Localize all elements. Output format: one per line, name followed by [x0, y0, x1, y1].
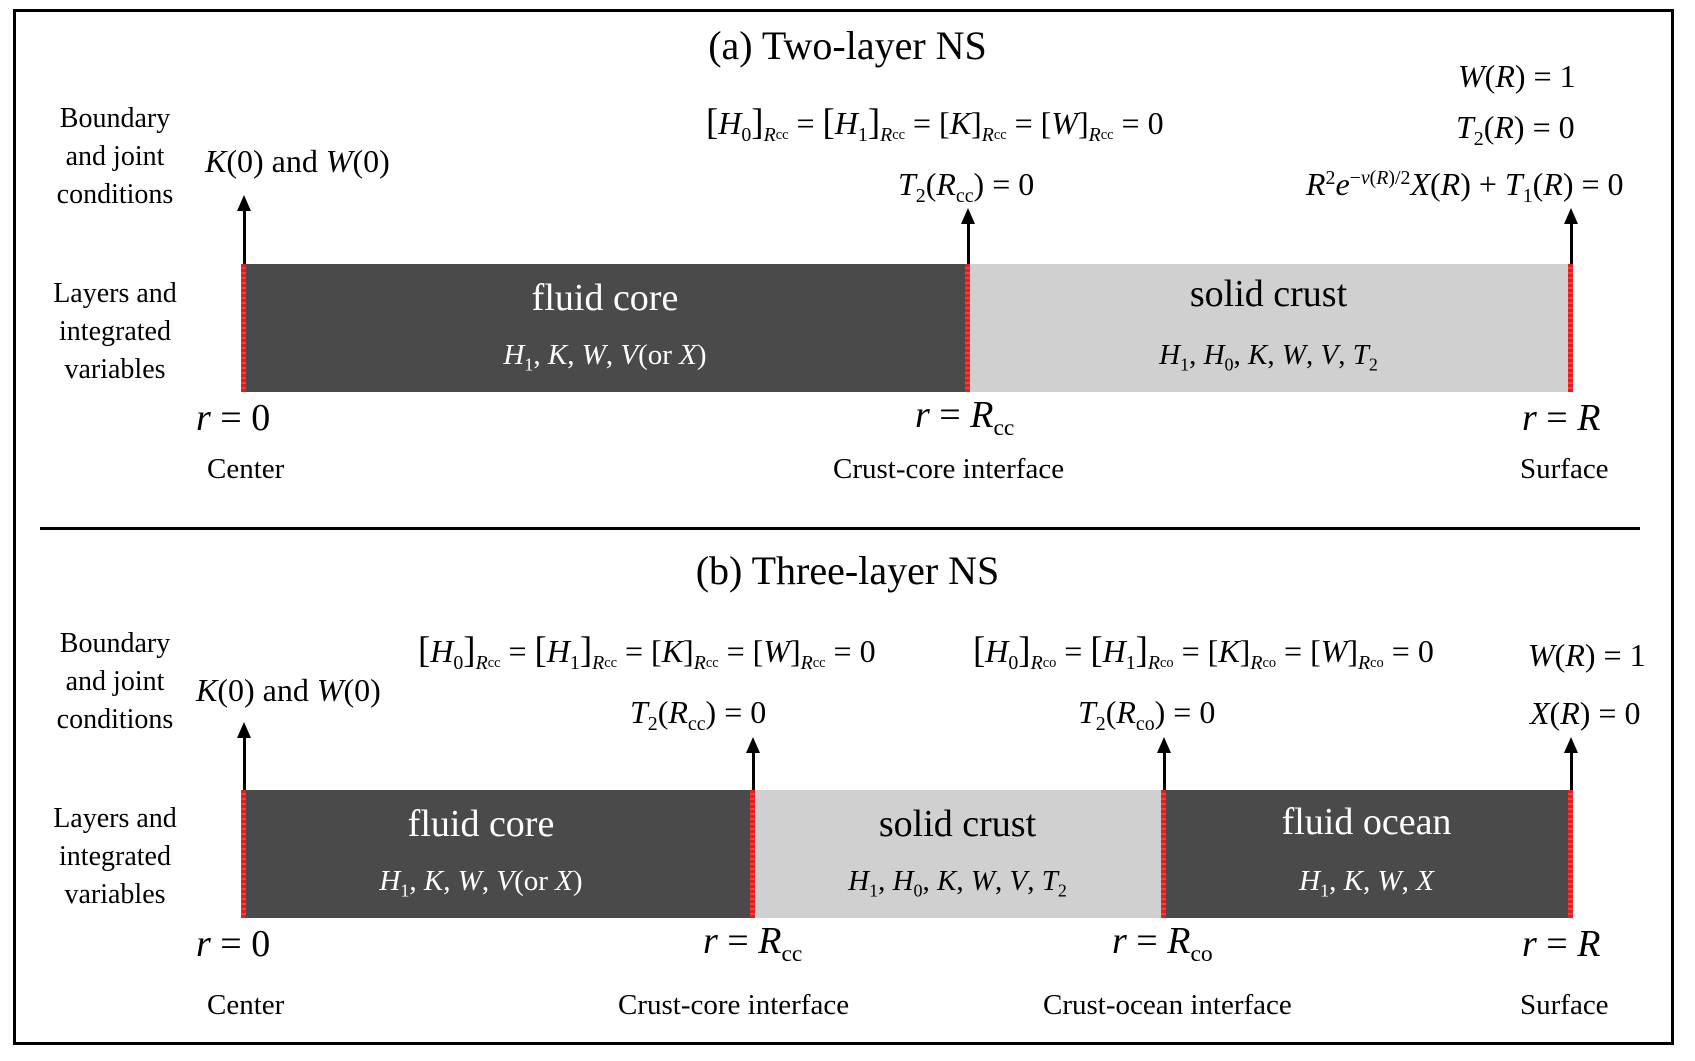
panel-a-cond-surface-2: T2(R) = 0: [1456, 109, 1575, 150]
panel-a-arrow-center-line: [243, 209, 246, 264]
panel-b-loc-center: Center: [207, 989, 285, 1021]
panel-b-pos-surface: r = R: [1522, 923, 1601, 965]
panel-a-arrow-surface-line: [1570, 222, 1573, 264]
panel-b-cond-center: K(0) and W(0): [196, 672, 381, 708]
panel-b-cond-co-1: [H0]Rco = [H1]Rco = [K]Rco = [W]Rco = 0: [973, 629, 1434, 674]
panel-b-arrow-center-line: [243, 736, 246, 790]
panel-b-arrow-co-line: [1163, 751, 1166, 790]
panel-b-interface-surface: [1568, 790, 1573, 918]
panel-b-arrow-center-icon: [237, 722, 251, 738]
panel-a-pos-surface: r = R: [1522, 397, 1601, 439]
panel-a-interface-center: [241, 264, 246, 392]
panel-divider: [40, 527, 1640, 530]
panel-b-cond-surface-1: W(R) = 1: [1528, 637, 1646, 673]
panel-a-title: (a) Two-layer NS: [708, 23, 987, 68]
panel-a-layer-solid-crust: solid crust H1, H0, K, W, V, T2: [967, 264, 1570, 392]
panel-a-cond-cc-2: T2(Rcc) = 0: [898, 166, 1035, 207]
panel-a-arrow-surface-icon: [1564, 208, 1578, 224]
panel-b-arrow-co-icon: [1157, 737, 1171, 753]
layer-vars: H1, K, W, V(or X): [379, 865, 583, 901]
layer-vars: H1, H0, K, W, V, T2: [1159, 339, 1378, 375]
panel-b-pos-co: r = Rco: [1112, 920, 1213, 968]
panel-b-cond-co-2: T2(Rco) = 0: [1078, 694, 1216, 735]
panel-b-interface-co: [1161, 790, 1166, 918]
layer-vars: H1, H0, K, W, V, T2: [848, 865, 1067, 901]
panel-a-pos-center: r = 0: [196, 397, 271, 439]
panel-b-pos-cc: r = Rcc: [703, 920, 803, 968]
layer-name: fluid core: [531, 277, 679, 319]
panel-a-pos-cc: r = Rcc: [915, 394, 1015, 442]
layer-name: fluid ocean: [1281, 801, 1452, 843]
panel-b-layer-fluid-core: fluid core H1, K, W, V(or X): [243, 790, 752, 918]
panel-b-loc-co: Crust-ocean interface: [1043, 989, 1292, 1021]
panel-a-arrow-center-icon: [237, 195, 251, 211]
panel-b-arrow-surface-line: [1570, 751, 1573, 790]
panel-b-pos-center: r = 0: [196, 923, 271, 965]
panel-b-interface-center: [241, 790, 246, 918]
panel-a-interface-cc: [965, 264, 970, 392]
panel-b-loc-surface: Surface: [1520, 989, 1609, 1021]
panel-b-interface-cc: [750, 790, 755, 918]
layer-name: solid crust: [878, 803, 1037, 845]
layer-vars: H1, K, W, V(or X): [503, 339, 707, 375]
panel-a-cond-surface-3: R2e−ν(R)/2X(R) + T1(R) = 0: [1306, 166, 1624, 207]
panel-b-cond-surface-2: X(R) = 0: [1530, 695, 1641, 731]
panel-b-arrow-surface-icon: [1564, 737, 1578, 753]
panel-b-title: (b) Three-layer NS: [695, 548, 1000, 593]
panel-a-arrow-cc-icon: [961, 208, 975, 224]
panel-a-cond-cc-1: [H0]Rcc = [H1]Rcc = [K]Rcc = [W]Rcc = 0: [706, 101, 1164, 146]
panel-a-interface-surface: [1568, 264, 1573, 392]
panel-a-loc-surface: Surface: [1520, 453, 1609, 485]
figure-frame: [13, 9, 1674, 1045]
panel-a-cond-surface-1: W(R) = 1: [1458, 58, 1576, 94]
panel-a-loc-cc: Crust-core interface: [833, 453, 1065, 485]
layer-name: fluid core: [407, 803, 555, 845]
panel-b-cond-cc-1: [H0]Rcc = [H1]Rcc = [K]Rcc = [W]Rcc = 0: [418, 629, 876, 674]
panel-b-arrow-cc-line: [752, 751, 755, 790]
panel-b-loc-cc: Crust-core interface: [618, 989, 850, 1021]
layer-vars: H1, K, W, X: [1299, 865, 1434, 901]
panel-a-arrow-cc-line: [967, 222, 970, 264]
panel-b-arrow-cc-icon: [746, 737, 760, 753]
panel-a-loc-center: Center: [207, 453, 285, 485]
panel-b-cond-cc-2: T2(Rcc) = 0: [630, 694, 767, 735]
panel-b-layer-fluid-ocean: fluid ocean H1, K, W, X: [1163, 790, 1570, 918]
panel-b-layer-solid-crust: solid crust H1, H0, K, W, V, T2: [752, 790, 1163, 918]
panel-a-cond-center: K(0) and W(0): [205, 143, 390, 179]
layer-name: solid crust: [1189, 273, 1348, 315]
panel-a-layer-fluid-core: fluid core H1, K, W, V(or X): [243, 264, 967, 392]
